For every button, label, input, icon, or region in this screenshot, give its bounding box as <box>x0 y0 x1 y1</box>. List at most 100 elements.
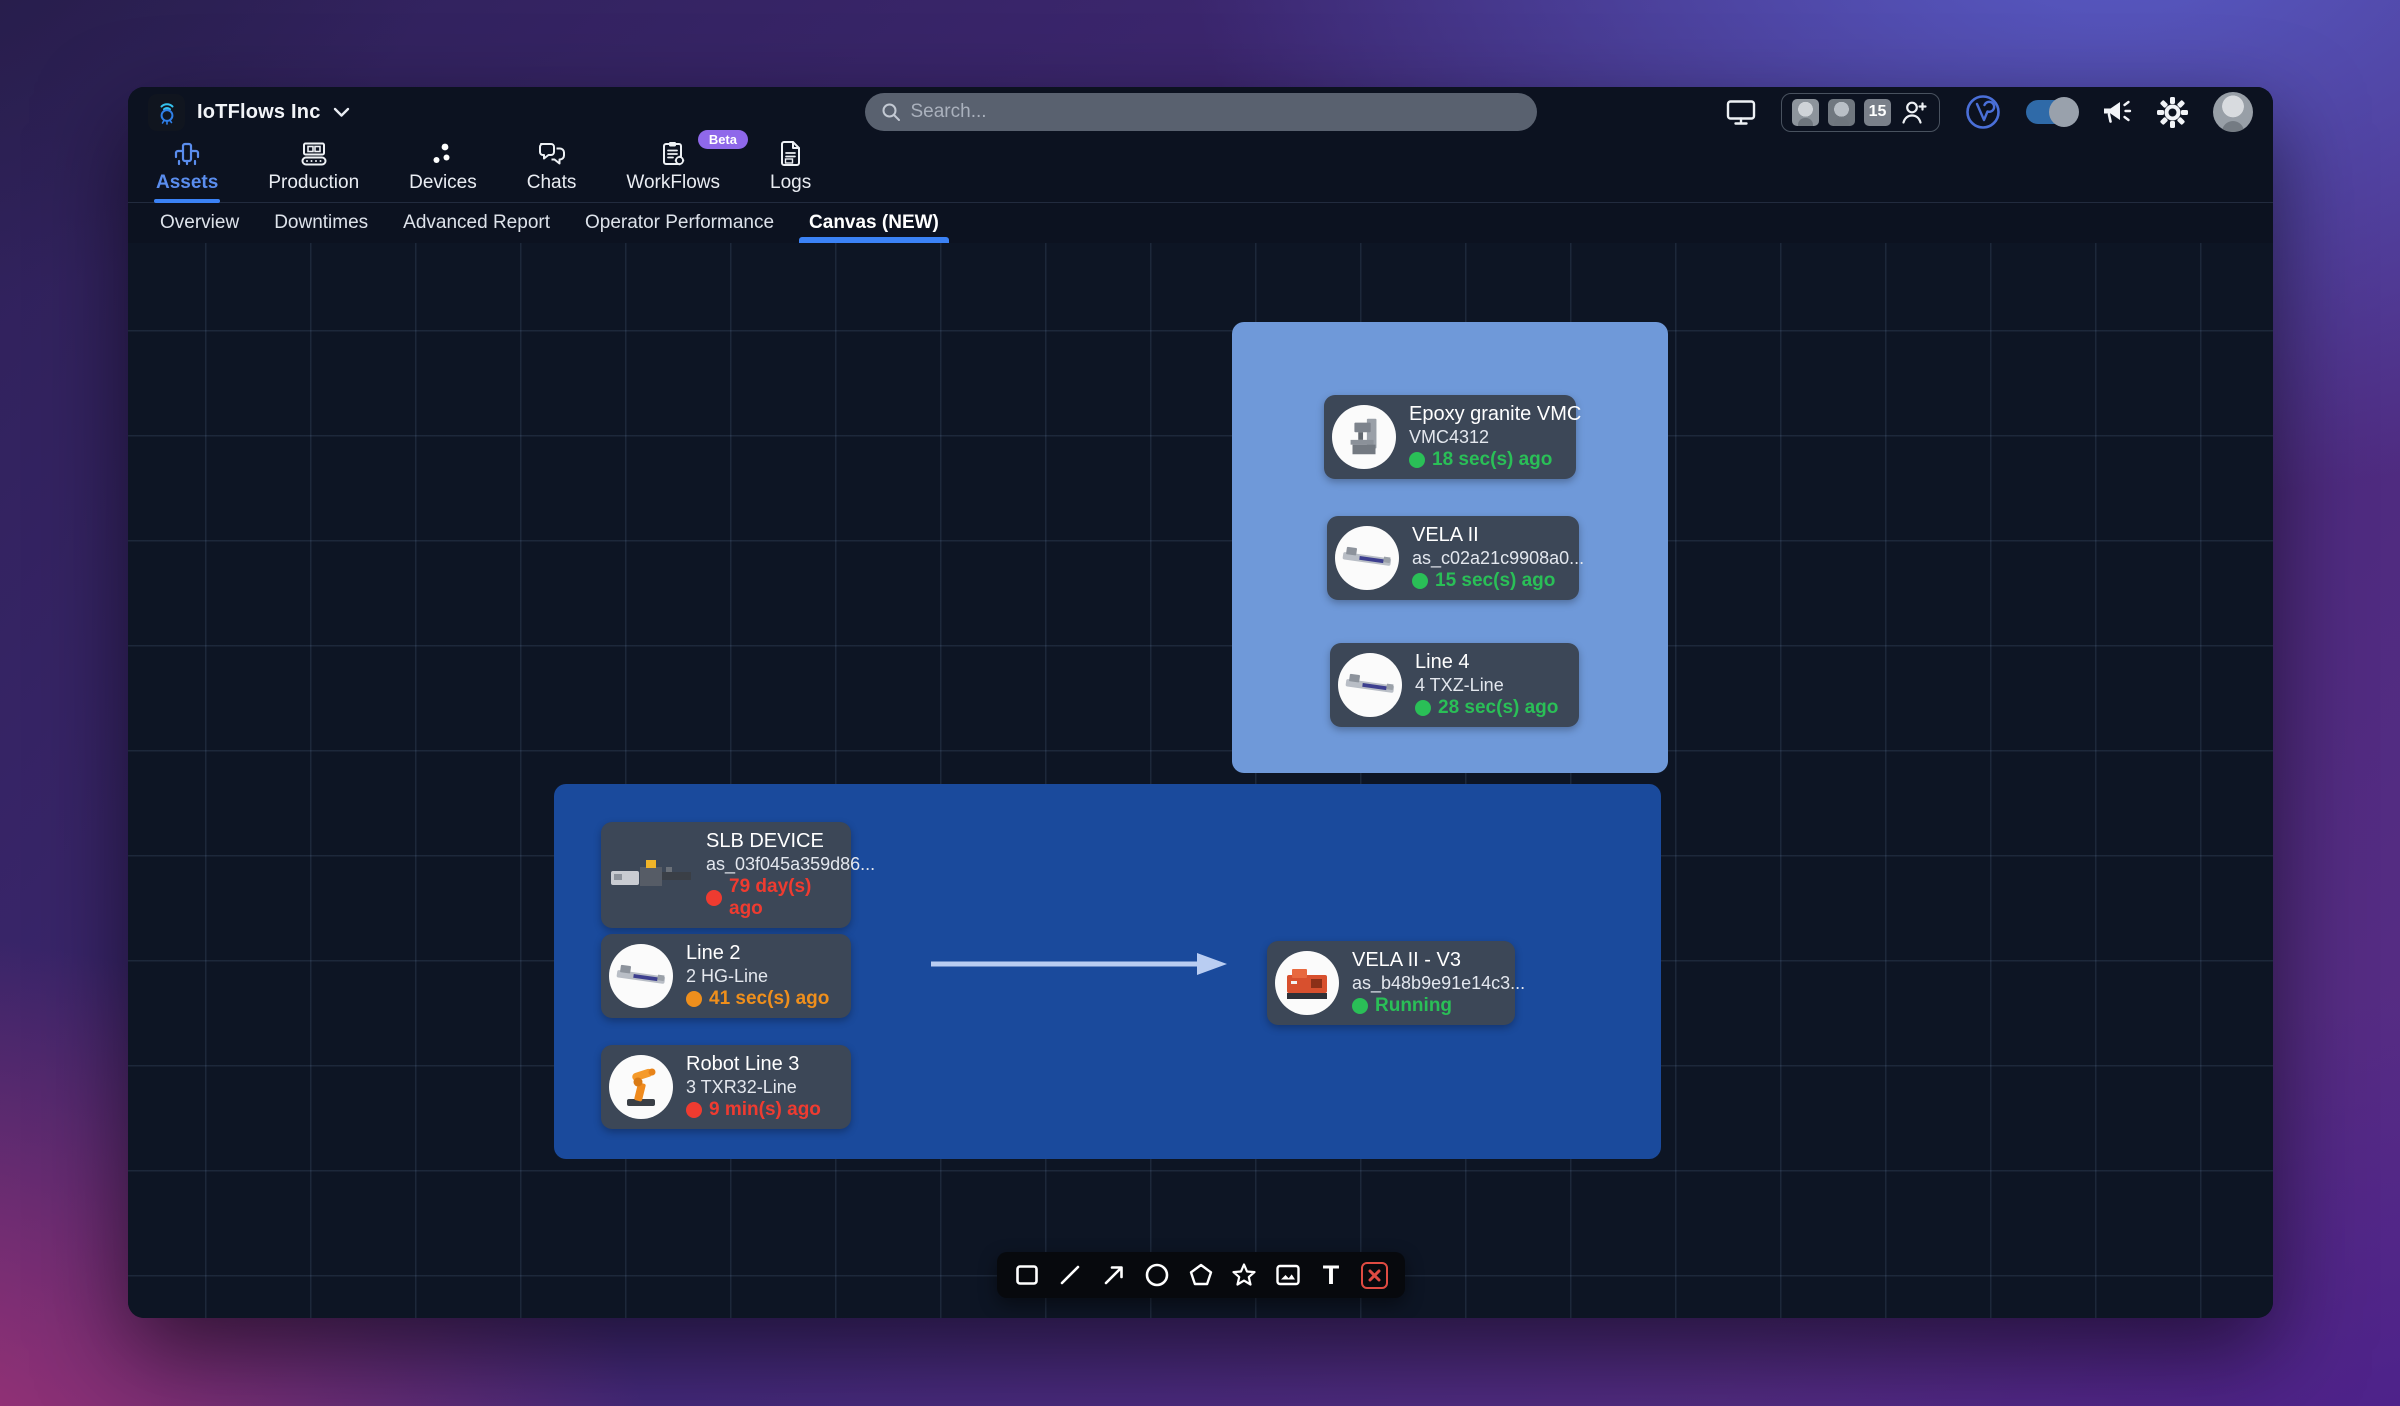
logs-document-icon <box>781 141 801 166</box>
status-dot <box>1409 452 1425 468</box>
machine-image-injection-molder <box>609 852 693 898</box>
member-avatar <box>1828 98 1855 126</box>
rectangle-tool-icon[interactable] <box>1012 1260 1042 1290</box>
status-dot <box>706 890 722 906</box>
search-bar[interactable] <box>864 93 1537 131</box>
drawing-toolbar: T <box>996 1252 1405 1298</box>
asset-node[interactable]: Robot Line 3 3 TXR32-Line 9 min(s) ago <box>601 1045 851 1129</box>
asset-node[interactable]: VELA II - V3 as_b48b9e91e14c3... Running <box>1267 941 1526 1025</box>
search-icon <box>882 103 900 121</box>
asset-node[interactable]: VELA II as_c02a21c9908a0... 15 sec(s) ag… <box>1327 516 1585 600</box>
machine-image-cnc-orange <box>1275 951 1339 1015</box>
asset-id: 4 TXZ-Line <box>1415 675 1504 695</box>
assets-machine-icon <box>175 142 200 166</box>
asset-name: VELA II <box>1412 524 1479 546</box>
chevron-down-icon <box>333 107 349 117</box>
beta-badge: Beta <box>697 130 748 149</box>
status-dot <box>1412 573 1428 589</box>
org-name: IoTFlows Inc <box>197 100 321 123</box>
top-bar: IoTFlows Inc 15 <box>128 87 2273 137</box>
asset-status: 15 sec(s) ago <box>1412 570 1567 592</box>
asset-name: SLB DEVICE <box>706 830 824 852</box>
asset-node[interactable]: Line 4 4 TXZ-Line 28 sec(s) ago <box>1330 643 1579 727</box>
tab-label: Assets <box>156 172 219 193</box>
display-screen-icon[interactable] <box>1726 99 1756 126</box>
production-conveyor-icon <box>301 142 327 166</box>
assets-sub-nav: Overview Downtimes Advanced Report Opera… <box>128 203 2273 243</box>
asset-name: Line 2 <box>686 942 741 964</box>
tab-chats[interactable]: Chats <box>525 140 579 194</box>
subtab-canvas-new[interactable]: Canvas (NEW) <box>799 203 949 243</box>
asset-status: 18 sec(s) ago <box>1409 449 1564 471</box>
asset-id: as_03f045a359d86... <box>706 854 876 874</box>
machine-image-robot-arm <box>609 1055 673 1119</box>
asset-id: as_c02a21c9908a0... <box>1412 548 1585 568</box>
text-tool-icon[interactable]: T <box>1322 1259 1340 1290</box>
asset-id: 3 TXR32-Line <box>686 1077 797 1097</box>
tab-workflows[interactable]: Beta WorkFlows <box>624 130 748 194</box>
subtab-advanced-report[interactable]: Advanced Report <box>403 212 550 233</box>
machine-image-lathe-line <box>609 944 673 1008</box>
main-nav: Assets Production Devices <box>128 130 2273 203</box>
tab-devices[interactable]: Devices <box>407 141 479 194</box>
machine-image-lathe-line <box>1335 526 1399 590</box>
asset-status: 28 sec(s) ago <box>1415 697 1558 719</box>
subtab-downtimes[interactable]: Downtimes <box>274 212 369 233</box>
machine-image-lathe-line <box>1338 653 1402 717</box>
status-dot <box>1352 998 1368 1014</box>
devices-dots-icon <box>433 143 450 163</box>
star-tool-icon[interactable] <box>1229 1260 1259 1290</box>
iotflows-logo-icon <box>148 93 185 131</box>
tab-label: WorkFlows <box>626 172 720 193</box>
members-pill[interactable]: 15 <box>1781 92 1940 132</box>
asset-status: 41 sec(s) ago <box>686 988 829 1010</box>
user-avatar[interactable] <box>2213 92 2253 132</box>
search-input[interactable] <box>910 101 1521 123</box>
workflows-clipboard-icon <box>662 142 684 166</box>
arrow-tool-icon[interactable] <box>1099 1260 1129 1290</box>
image-tool-icon[interactable] <box>1273 1260 1303 1290</box>
close-toolbar-icon[interactable] <box>1360 1260 1390 1290</box>
asset-id: as_b48b9e91e14c3... <box>1352 973 1526 993</box>
browser-extension-icon[interactable] <box>1965 94 2001 130</box>
asset-node[interactable]: Epoxy granite VMC VMC4312 18 sec(s) ago <box>1324 395 1582 479</box>
line-tool-icon[interactable] <box>1055 1260 1085 1290</box>
toggle-knob <box>2049 97 2079 127</box>
tab-logs[interactable]: Logs <box>768 140 813 194</box>
asset-node[interactable]: SLB DEVICE as_03f045a359d86... 79 day(s)… <box>601 822 876 928</box>
tab-label: Chats <box>526 172 577 193</box>
mode-toggle[interactable] <box>2026 97 2079 127</box>
org-switcher[interactable]: IoTFlows Inc <box>148 93 350 131</box>
topbar-actions: 15 <box>1726 92 2253 132</box>
status-dot <box>1415 700 1431 716</box>
announcements-icon[interactable] <box>2101 98 2132 126</box>
subtab-operator-performance[interactable]: Operator Performance <box>585 212 775 233</box>
asset-status: 9 min(s) ago <box>686 1099 821 1121</box>
asset-name: Epoxy granite VMC <box>1409 403 1582 425</box>
subtab-overview[interactable]: Overview <box>160 212 240 233</box>
circle-tool-icon[interactable] <box>1142 1260 1172 1290</box>
status-dot <box>686 991 702 1007</box>
machine-image-vmc-mill <box>1332 405 1396 469</box>
assets-canvas[interactable]: Epoxy granite VMC VMC4312 18 sec(s) ago … <box>128 243 2273 1318</box>
add-person-icon[interactable] <box>1900 99 1929 125</box>
member-avatar <box>1792 98 1819 126</box>
asset-name: Robot Line 3 <box>686 1053 800 1075</box>
member-count-badge: 15 <box>1864 98 1891 126</box>
asset-id: 2 HG-Line <box>686 966 769 986</box>
tab-assets[interactable]: Assets <box>154 141 221 203</box>
status-dot <box>686 1102 702 1118</box>
connection-arrow[interactable] <box>929 949 1229 979</box>
tab-production[interactable]: Production <box>266 141 361 194</box>
asset-status: Running <box>1352 995 1503 1017</box>
asset-status: 79 day(s) ago <box>706 876 839 920</box>
asset-name: Line 4 <box>1415 651 1470 673</box>
settings-gear-icon[interactable] <box>2157 96 2188 128</box>
tab-label: Logs <box>770 172 812 193</box>
asset-node[interactable]: Line 2 2 HG-Line 41 sec(s) ago <box>601 934 851 1018</box>
tab-label: Production <box>268 172 360 193</box>
chats-bubbles-icon <box>538 143 565 165</box>
pentagon-tool-icon[interactable] <box>1186 1260 1216 1290</box>
asset-name: VELA II - V3 <box>1352 949 1461 971</box>
tab-label: Devices <box>409 172 477 193</box>
